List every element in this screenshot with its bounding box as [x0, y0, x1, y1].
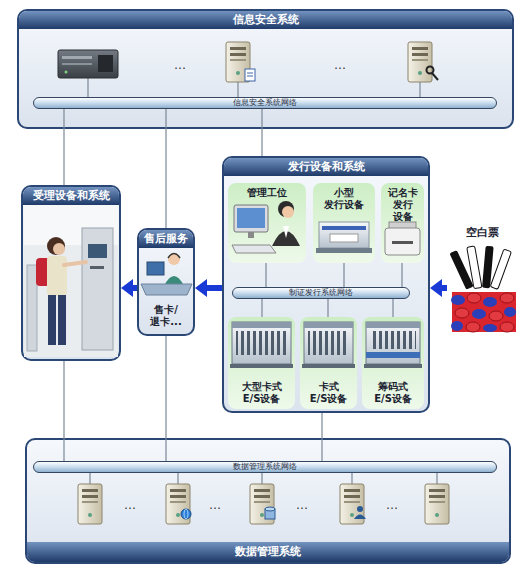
flow-arrow [195, 279, 222, 297]
blank-tokens [466, 322, 480, 332]
connector-line [392, 299, 393, 317]
connector-line [63, 361, 64, 461]
blank-tokens [504, 307, 516, 317]
connector-line [401, 263, 402, 287]
ellipsis-label: … [380, 498, 404, 512]
panel-title: 受理设备和系统 [23, 187, 119, 205]
device-box: 筹码式 E/S设备 [362, 317, 424, 409]
server-links [88, 78, 437, 484]
ellipsis-label: … [118, 498, 142, 512]
network-link [402, 263, 403, 287]
connector-line [205, 285, 222, 291]
network-link [328, 299, 329, 317]
node-label: 小型 发行设备 [317, 187, 371, 211]
blank-tokens [452, 292, 516, 332]
node-label: 筹码式 E/S设备 [365, 381, 421, 405]
blank-tokens [467, 293, 481, 303]
network-link [64, 109, 65, 185]
device-box: 记名卡 发行 设备 [381, 183, 424, 263]
connector-line [261, 299, 262, 317]
system-panel: 发行设备和系统管理工位小型 发行设备记名卡 发行 设备制证发行系统网络大型卡式 … [222, 156, 430, 413]
blank-tokens [451, 321, 463, 331]
flow-arrow [430, 279, 447, 297]
connector-line [63, 109, 64, 185]
blank-tokens [489, 311, 503, 321]
network-link [322, 413, 323, 461]
connector-line [327, 299, 328, 317]
device-box: 卡式 E/S设备 [300, 317, 357, 409]
blank-tokens [472, 309, 486, 319]
node-label: 大型卡式 E/S设备 [232, 381, 291, 405]
network-link [166, 336, 167, 461]
blank-tokens [500, 322, 514, 332]
device-box: 管理工位 [228, 183, 306, 263]
network-label: 数据管理系统网络 [34, 462, 496, 472]
blank-cards [482, 246, 494, 289]
node-label: 管理工位 [228, 187, 306, 199]
node-label: 售卡/ 退卡... [141, 304, 191, 328]
ellipsis-label: … [203, 498, 227, 512]
ellipsis-label: … [290, 498, 314, 512]
panel-title: 数据管理系统 [27, 542, 509, 562]
network-pipe: 制证发行系统网络 [232, 287, 410, 299]
node-label: 记名卡 发行 设备 [383, 187, 422, 223]
connector-line [265, 263, 266, 287]
system-panel: 受理设备和系统 [21, 185, 121, 361]
source-box: 空白票 [447, 226, 517, 332]
blank-cards [467, 246, 482, 289]
connector-line [440, 285, 447, 291]
network-label: 信息安全系统网络 [34, 98, 496, 108]
node-label: 卡式 E/S设备 [303, 381, 354, 405]
blank-cards [490, 249, 511, 289]
network-label: 制证发行系统网络 [233, 288, 409, 298]
connector-line [321, 413, 322, 461]
connector-line [261, 109, 262, 156]
network-link [262, 299, 263, 317]
flow-arrow [121, 279, 137, 297]
device-box: 小型 发行设备 [313, 183, 375, 263]
network-link [344, 263, 345, 287]
network-pipe: 数据管理系统网络 [33, 461, 497, 473]
device-box: 大型卡式 E/S设备 [228, 317, 295, 409]
system-panel: 信息安全系统信息安全系统网络 [17, 9, 514, 129]
blank-tokens [483, 297, 497, 307]
connector-line [165, 109, 166, 228]
arrow-head [195, 279, 207, 297]
connector-line [131, 285, 137, 291]
network-link [262, 109, 263, 156]
arrow-head [430, 279, 442, 297]
panel-title: 售后服务 [139, 230, 193, 248]
connector-line [343, 263, 344, 287]
network-pipe: 信息安全系统网络 [33, 97, 497, 109]
network-link [64, 361, 65, 461]
blank-tokens [451, 292, 516, 332]
network-link [266, 263, 267, 287]
service-panel: 售后服务售卡/ 退卡... [137, 228, 195, 336]
ellipsis-label: … [168, 58, 192, 72]
blank-cards [449, 246, 511, 290]
arrow-head [121, 279, 133, 297]
node-label: 空白票 [447, 226, 517, 240]
panel-title: 发行设备和系统 [224, 158, 428, 176]
network-link [393, 299, 394, 317]
blank-tokens [455, 308, 469, 318]
blank-tokens [483, 324, 497, 332]
blank-cards [449, 250, 473, 290]
ellipsis-label: … [328, 58, 352, 72]
panel-title: 信息安全系统 [19, 11, 512, 29]
blank-tokens [451, 295, 465, 305]
system-panel: 数据管理系统 数据管理系统网络 [25, 438, 511, 564]
blank-tokens [500, 293, 514, 303]
network-link [166, 109, 167, 228]
connector-line [165, 336, 166, 461]
